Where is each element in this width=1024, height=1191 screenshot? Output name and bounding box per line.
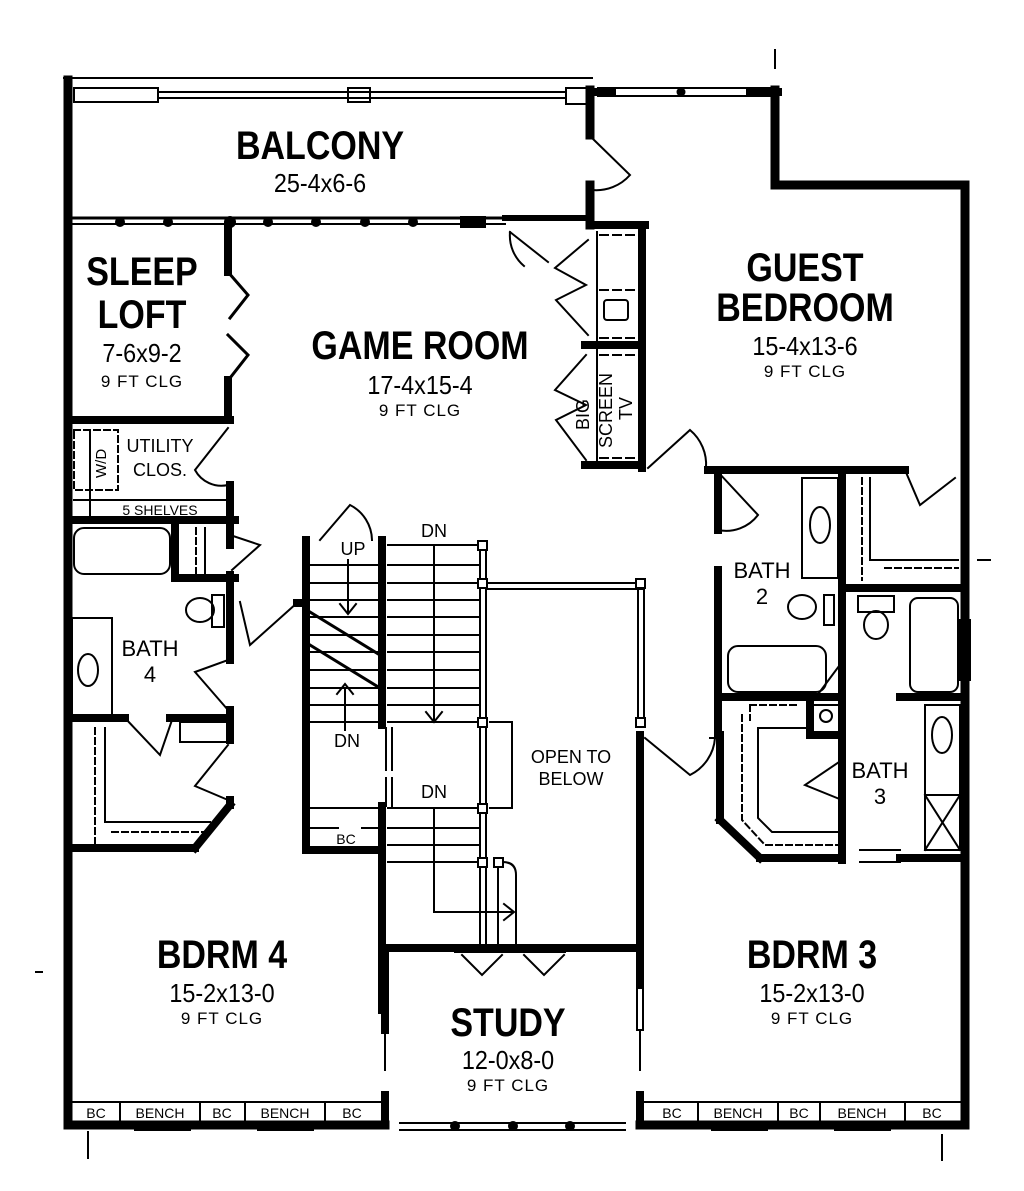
stairs-up-label: UP <box>340 539 366 559</box>
bench-left-bc-1: BC <box>86 1105 106 1121</box>
utility-closet-label-line1: UTILITY <box>126 436 194 456</box>
bdrm4-ceiling: 9 FT CLG <box>180 1009 264 1028</box>
bdrm3-dimensions: 15-2x13-0 <box>759 978 865 1008</box>
bath3-label-line2: 3 <box>873 784 887 809</box>
guest-bedroom-ceiling: 9 FT CLG <box>763 362 847 381</box>
big-screen-label-line1: BIG <box>573 398 593 430</box>
game-room-label: GAME ROOM <box>311 324 529 368</box>
bench-right-bc-3: BC <box>922 1105 942 1121</box>
balcony-lower-rail <box>70 215 593 228</box>
open-to-below-line1: OPEN TO <box>530 747 612 767</box>
bench-right-bench-2: BENCH <box>837 1105 887 1121</box>
open-to-below-line2: BELOW <box>538 769 604 789</box>
bench-right-bench-1: BENCH <box>713 1105 763 1121</box>
balcony-railing <box>63 77 771 105</box>
bench-left-bench-2: BENCH <box>260 1105 310 1121</box>
study-dimensions: 12-0x8-0 <box>461 1045 555 1075</box>
big-screen-label-line2: SCREEN <box>596 372 616 448</box>
utility-closet-label-line2: CLOS. <box>132 460 188 480</box>
big-screen-label-line3: TV <box>616 396 636 420</box>
washer-dryer-label: W/D <box>93 448 110 478</box>
study-ceiling: 9 FT CLG <box>466 1076 550 1095</box>
bdrm4-label: BDRM 4 <box>156 933 288 977</box>
bath2-label-line1: BATH <box>733 558 791 583</box>
bench-right-bc-1: BC <box>662 1105 682 1121</box>
bench-right-bc-2: BC <box>789 1105 809 1121</box>
sleep-loft-ceiling: 9 FT CLG <box>100 372 184 391</box>
guest-bedroom-label-line2: BEDROOM <box>716 286 894 330</box>
sleep-loft-label-line2: LOFT <box>97 293 187 337</box>
guest-bedroom-label-line1: GUEST <box>746 246 864 290</box>
stairs-down-mid-label: DN <box>421 782 447 802</box>
stairs-down-top-label: DN <box>421 521 447 541</box>
game-room-ceiling: 9 FT CLG <box>378 401 462 420</box>
bdrm3-label: BDRM 3 <box>746 933 878 977</box>
bath4-label-line1: BATH <box>121 636 179 661</box>
balcony-dimensions: 25-4x6-6 <box>273 168 367 198</box>
bath3-label-line1: BATH <box>851 758 909 783</box>
stairs-down-left-label: DN <box>334 731 360 751</box>
stairs-bc-label: BC <box>336 831 356 847</box>
bench-left-bench-1: BENCH <box>135 1105 185 1121</box>
bdrm3-ceiling: 9 FT CLG <box>770 1009 854 1028</box>
guest-bedroom-dimensions: 15-4x13-6 <box>752 331 858 361</box>
sleep-loft-label-line1: SLEEP <box>86 250 198 294</box>
shelves-label: 5 SHELVES <box>122 502 198 518</box>
sleep-loft-dimensions: 7-6x9-2 <box>102 338 182 368</box>
study-label: STUDY <box>450 1001 566 1045</box>
exterior-walls <box>63 75 970 1130</box>
game-room-dimensions: 17-4x15-4 <box>367 370 473 400</box>
balcony-label: BALCONY <box>235 124 405 168</box>
bath2-label-line2: 2 <box>755 584 769 609</box>
bench-left-bc-3: BC <box>342 1105 362 1121</box>
bdrm4-dimensions: 15-2x13-0 <box>169 978 275 1008</box>
bench-left-bc-2: BC <box>212 1105 232 1121</box>
bath4-label-line2: 4 <box>143 662 157 687</box>
